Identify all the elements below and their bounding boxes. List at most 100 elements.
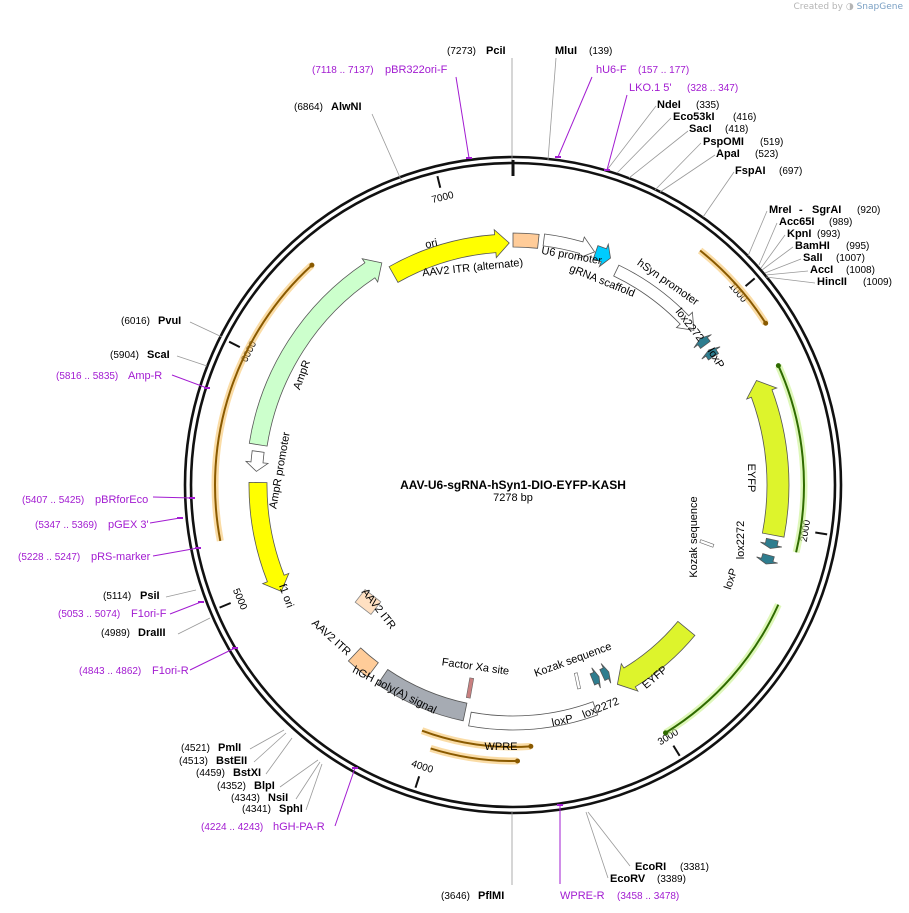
watermark-brand: SnapGene: [856, 2, 903, 12]
feature-kozak-b[interactable]: [574, 672, 581, 690]
enzyme-sgrai[interactable]: SgrAI: [812, 204, 841, 216]
enzyme-fspai[interactable]: FspAI (697): [735, 165, 802, 177]
orf-arcs: [211, 247, 808, 765]
enzyme-pos: (523): [755, 149, 778, 160]
enzyme-nsii[interactable]: (4343) NsiI: [231, 792, 288, 804]
feature-aav2-itr-alt[interactable]: [512, 232, 540, 249]
enzyme-name: ScaI: [147, 349, 170, 361]
enzyme-sali[interactable]: SalI (1007): [803, 252, 865, 264]
feature-label-loxp-c: loxP: [551, 713, 574, 729]
ruler-tick: [815, 531, 828, 536]
enzyme-pspomi[interactable]: PspOMI (519): [703, 136, 783, 148]
feature-lox2272-c[interactable]: [599, 663, 612, 684]
orf-eyfp-1[interactable]: [777, 365, 805, 553]
ruler-tick: [436, 175, 442, 189]
enzyme-name: MluI: [555, 45, 577, 57]
primer-name: F1ori-R: [152, 665, 189, 677]
enzyme-alwni[interactable]: (6864) AlwNI: [294, 101, 362, 113]
orf-bottom-1[interactable]: [421, 729, 531, 748]
feature-grna-scaffold[interactable]: [592, 242, 611, 268]
enzyme-pos: (1007): [836, 253, 865, 264]
enzyme-pos: (6864): [294, 102, 323, 113]
feature-ampr[interactable]: [248, 258, 383, 447]
primer-wpre-r[interactable]: WPRE-R (3458 .. 3478): [560, 890, 679, 902]
feature-aav2-itr-b[interactable]: [354, 588, 382, 616]
orf-top-right[interactable]: [699, 249, 767, 324]
enzyme-pcii[interactable]: (7273) PciI: [447, 45, 506, 57]
enzyme-bamhi[interactable]: BamHI (995): [795, 240, 869, 252]
enzyme-name: AlwNI: [331, 101, 362, 113]
enzyme-mrei[interactable]: MreI - (920): [769, 204, 880, 216]
enzyme-ecori[interactable]: EcoRI (3381): [635, 861, 709, 873]
enzyme-ndei[interactable]: NdeI (335): [657, 99, 719, 111]
features: [244, 228, 790, 731]
feature-loxp-c[interactable]: [589, 667, 601, 689]
primer-hu6-f[interactable]: hU6-F (157 .. 177): [596, 64, 689, 76]
feature-ori[interactable]: [388, 228, 510, 283]
feature-hgh-polya[interactable]: [377, 668, 468, 722]
enzyme-pvui[interactable]: (6016) PvuI: [121, 315, 181, 327]
plasmid-name: AAV-U6-sgRNA-hSyn1-DIO-EYFP-KASH: [400, 478, 626, 492]
orf-left[interactable]: [214, 264, 313, 542]
primer-prs-marker[interactable]: (5228 .. 5247) pRS-marker: [18, 551, 151, 563]
enzyme-acc65i[interactable]: Acc65I (989): [779, 216, 852, 228]
feature-u6-promoter[interactable]: [542, 233, 596, 259]
enzyme-blpi[interactable]: (4352) BlpI: [217, 780, 275, 792]
feature-hsyn-promoter[interactable]: [613, 264, 695, 331]
primer-leader-line: [334, 767, 356, 827]
svg-text:-: -: [799, 204, 803, 216]
feature-label-kozak-a: Kozak sequence: [688, 496, 700, 577]
primer-f1ori-r[interactable]: (4843 .. 4862) F1ori-R: [79, 665, 189, 677]
feature-label-factor-xa: Factor Xa site: [441, 656, 510, 677]
enzyme-kpni[interactable]: KpnI (993): [787, 228, 840, 240]
primer-lko1-5[interactable]: LKO.1 5' (328 .. 347): [629, 82, 738, 94]
feature-ampr-promoter[interactable]: [244, 450, 270, 472]
enzyme-acci[interactable]: AccI (1008): [810, 264, 875, 276]
primer-amp-r[interactable]: (5816 .. 5835) Amp-R: [56, 370, 162, 382]
feature-kozak-a[interactable]: [699, 539, 715, 548]
enzyme-ecorv[interactable]: EcoRV (3389): [610, 873, 686, 885]
feature-eyfp-b[interactable]: [616, 620, 696, 692]
orf-eyfp-2[interactable]: [664, 604, 780, 734]
primer-name: pRS-marker: [91, 551, 151, 563]
enzyme-scai[interactable]: (5904) ScaI: [110, 349, 170, 361]
enzyme-psii[interactable]: (5114) PsiI: [103, 590, 160, 602]
primer-pbr322ori-f[interactable]: (7118 .. 7137) pBR322ori-F: [312, 64, 448, 76]
feature-label-lox2272-c: lox2272: [581, 695, 621, 721]
primer-range: (4224 .. 4243): [201, 822, 263, 833]
orf-bottom-2[interactable]: [430, 747, 518, 763]
enzyme-mlui[interactable]: MluI (139): [555, 45, 612, 57]
enzyme-draiii[interactable]: (4989) DraIII: [101, 627, 166, 639]
ruler-tick-label: 5000: [230, 587, 249, 612]
primer-pgex-3[interactable]: (5347 .. 5369) pGEX 3': [35, 519, 149, 531]
feature-f1-ori[interactable]: [248, 481, 290, 592]
feature-lox2272-a[interactable]: [693, 334, 712, 349]
enzyme-eco53ki[interactable]: Eco53kI (416): [673, 111, 756, 123]
feature-loxp-a[interactable]: [701, 346, 721, 361]
enzyme-name: BamHI: [795, 240, 830, 252]
enzyme-saci[interactable]: SacI (418): [689, 123, 748, 135]
feature-eyfp-a[interactable]: [745, 380, 790, 538]
feature-factor-xa[interactable]: [465, 677, 475, 699]
enzyme-pmli[interactable]: (4521) PmlI: [181, 742, 241, 754]
enzyme-bstxi[interactable]: (4459) BstXI: [196, 767, 261, 779]
enzyme-leader-line: [547, 57, 557, 161]
feature-aav2-itr-a[interactable]: [347, 647, 379, 678]
primer-pbrforeco[interactable]: (5407 .. 5425) pBRforEco: [22, 494, 148, 506]
enzyme-hincii[interactable]: HincII (1009): [817, 276, 892, 288]
feature-lox2272-b[interactable]: [760, 537, 782, 549]
primer-hgh-pa-r[interactable]: (4224 .. 4243) hGH-PA-R: [201, 821, 325, 833]
primer-leader-line: [149, 517, 181, 524]
enzyme-apai[interactable]: ApaI (523): [716, 148, 778, 160]
feature-loxp-b[interactable]: [756, 553, 778, 565]
enzyme-sphi[interactable]: (4341) SphI: [242, 803, 303, 815]
feature-wpre[interactable]: [468, 701, 599, 731]
primer-f1ori-f[interactable]: (5053 .. 5074) F1ori-F: [58, 608, 167, 620]
enzyme-pos: (5904): [110, 350, 139, 361]
enzyme-pflmi[interactable]: (3646) PflMI: [441, 890, 504, 902]
orf-bottom-1-arrowhead: [528, 743, 534, 749]
ruler-tick: [744, 277, 756, 287]
primer-name: Amp-R: [128, 370, 162, 382]
enzyme-leader-line: [165, 589, 197, 598]
enzyme-bsteii[interactable]: (4513) BstEII: [179, 755, 247, 767]
